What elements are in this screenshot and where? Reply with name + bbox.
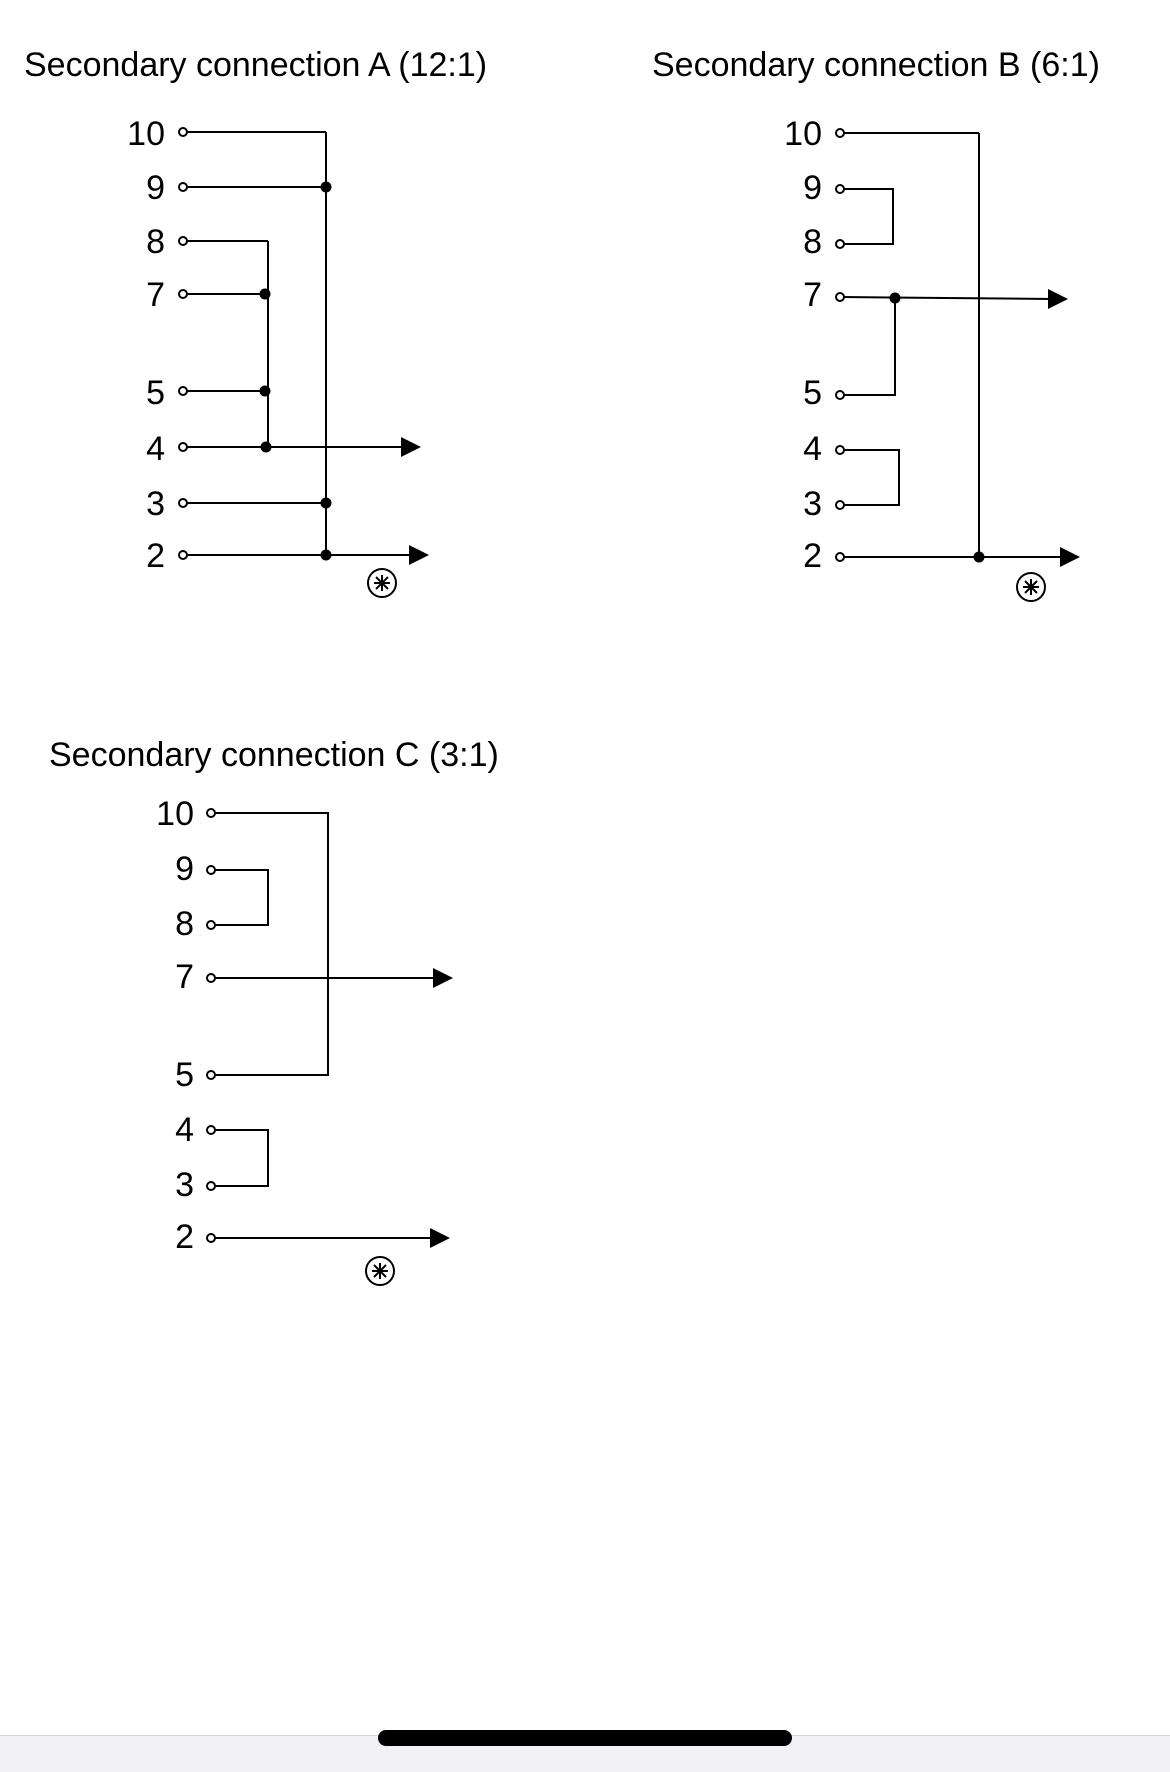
diagram-a-terminal-3-label: 3 — [146, 485, 165, 523]
diagram-b-terminals — [835, 128, 845, 562]
diagram-b-wire-7 — [841, 296, 1053, 300]
diagram-c-terminal-5 — [206, 1070, 216, 1080]
diagram-c-terminal-4 — [206, 1125, 216, 1135]
diagram-a-terminal-labels: 10 9 8 7 5 4 3 2 — [127, 115, 165, 575]
diagram-b-terminal-7 — [835, 292, 845, 302]
diagram-c-terminal-10 — [206, 808, 216, 818]
diagram-b-title: Secondary connection B (6:1) — [652, 46, 1100, 84]
diagram-a-wires — [185, 131, 410, 556]
diagram-a: Secondary connection A (12:1) 10 9 8 7 5… — [24, 46, 487, 598]
diagram-c-link-9-8 — [213, 869, 269, 926]
diagram-c-wires — [213, 812, 438, 1239]
diagram-b-terminal-2-label: 2 — [803, 537, 822, 575]
diagram-b-terminal-labels: 10 9 8 7 5 4 3 2 — [784, 115, 822, 575]
diagram-a-terminal-2 — [178, 550, 188, 560]
diagram-a-junction-7 — [259, 288, 271, 300]
diagram-c-output-arrow-2 — [430, 1228, 450, 1248]
diagram-a-title: Secondary connection A (12:1) — [24, 46, 487, 84]
diagram-a-junction-2 — [320, 549, 332, 561]
diagram-b-output-arrow-7 — [1048, 289, 1068, 309]
diagram-b-terminal-10 — [835, 128, 845, 138]
diagram-a-terminal-10 — [178, 127, 188, 137]
diagram-b-terminal-4-label: 4 — [803, 430, 822, 468]
diagram-b-terminal-9-label: 9 — [803, 169, 822, 207]
diagram-a-terminal-9 — [178, 182, 188, 192]
diagram-c: Secondary connection C (3:1) 10 9 8 7 5 … — [49, 736, 499, 1286]
diagram-c-terminal-7-label: 7 — [175, 958, 194, 996]
diagram-a-terminal-7-label: 7 — [146, 276, 165, 314]
diagram-a-junctions — [259, 181, 332, 561]
diagram-c-terminal-5-label: 5 — [175, 1056, 194, 1094]
diagram-b-terminal-2 — [835, 552, 845, 562]
diagram-a-terminal-9-label: 9 — [146, 169, 165, 207]
diagram-a-terminal-10-label: 10 — [127, 115, 165, 153]
diagram-b-terminal-8 — [835, 239, 845, 249]
diagram-a-junction-5 — [259, 385, 271, 397]
diagram-c-terminals — [206, 808, 216, 1243]
diagram-c-link-10-5 — [213, 812, 329, 1076]
diagram-b-terminal-3 — [835, 500, 845, 510]
diagram-a-terminal-8-label: 8 — [146, 223, 165, 261]
diagram-c-terminal-8-label: 8 — [175, 905, 194, 943]
diagram-c-terminal-9-label: 9 — [175, 850, 194, 888]
diagram-b-output-arrow-2 — [1060, 547, 1080, 567]
diagram-c-title: Secondary connection C (3:1) — [49, 736, 499, 774]
diagram-b-junction-7 — [889, 292, 901, 304]
diagram-a-terminal-8 — [178, 236, 188, 246]
diagram-a-asterisk-circle-icon — [367, 568, 397, 598]
diagram-b-junction-2 — [973, 551, 985, 563]
diagram-b-link-9-8 — [842, 188, 894, 245]
diagram-b-junctions — [889, 292, 985, 563]
diagram-a-output-arrow-4 — [401, 437, 421, 457]
diagram-c-terminal-7 — [206, 973, 216, 983]
diagram-c-output-arrow-7 — [433, 968, 453, 988]
diagram-c-terminal-3 — [206, 1181, 216, 1191]
diagram-b-terminal-9 — [835, 184, 845, 194]
diagram-b-link-7-5 — [842, 298, 896, 396]
diagram-c-terminal-9 — [206, 865, 216, 875]
diagram-a-terminal-7 — [178, 289, 188, 299]
diagram-c-terminal-10-label: 10 — [156, 795, 194, 833]
diagram-b-terminal-5-label: 5 — [803, 374, 822, 412]
diagram-b-terminal-5 — [835, 390, 845, 400]
diagram-b-terminal-10-label: 10 — [784, 115, 822, 153]
diagram-a-terminal-3 — [178, 498, 188, 508]
diagram-b: Secondary connection B (6:1) 10 9 8 7 5 … — [652, 46, 1100, 602]
diagram-c-terminal-8 — [206, 920, 216, 930]
diagram-c-terminal-2-label: 2 — [175, 1218, 194, 1256]
diagram-c-asterisk-circle-icon — [365, 1256, 395, 1286]
diagram-a-output-arrow-2 — [409, 545, 429, 565]
diagram-c-terminal-2 — [206, 1233, 216, 1243]
diagram-b-wires — [841, 132, 1062, 558]
diagram-c-link-4-3 — [213, 1129, 269, 1187]
diagram-b-asterisk-circle-icon — [1016, 572, 1046, 602]
diagram-a-terminals — [178, 127, 188, 560]
diagram-a-terminal-5-label: 5 — [146, 374, 165, 412]
diagram-b-terminal-8-label: 8 — [803, 223, 822, 261]
diagram-a-junction-3 — [320, 497, 332, 509]
diagram-a-terminal-4 — [178, 442, 188, 452]
diagram-a-junction-9 — [320, 181, 332, 193]
diagram-b-terminal-3-label: 3 — [803, 485, 822, 523]
diagram-a-terminal-4-label: 4 — [146, 430, 165, 468]
diagram-b-terminal-7-label: 7 — [803, 276, 822, 314]
diagram-a-junction-4 — [260, 441, 272, 453]
diagram-b-link-4-3 — [842, 449, 900, 506]
diagram-a-terminal-2-label: 2 — [146, 537, 165, 575]
diagram-c-terminal-labels: 10 9 8 7 5 4 3 2 — [156, 795, 194, 1256]
home-indicator[interactable] — [378, 1730, 792, 1746]
diagram-a-terminal-5 — [178, 386, 188, 396]
diagram-c-terminal-3-label: 3 — [175, 1166, 194, 1204]
diagram-c-terminal-4-label: 4 — [175, 1111, 194, 1149]
diagram-b-terminal-4 — [835, 445, 845, 455]
